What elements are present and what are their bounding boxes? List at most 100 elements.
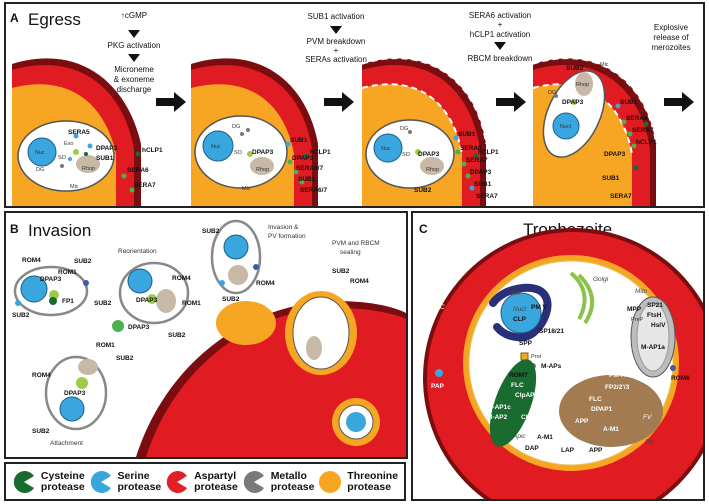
sera7-label: SERA7 <box>466 157 488 164</box>
apicoplast <box>489 359 537 447</box>
merozoite-attached-2 <box>44 355 108 431</box>
pvm-label-2: sealing <box>340 249 361 256</box>
mic-label: Mic <box>242 186 251 192</box>
legend-metallo: Metallo protease <box>242 469 315 494</box>
panel-c-letter: C <box>419 222 428 236</box>
sera67-label: SERA6/7 <box>296 165 323 172</box>
rom1-label: ROM1 <box>182 300 201 307</box>
dpap3-label: DPAP3 <box>470 169 492 176</box>
serine-protease-icon <box>90 470 111 493</box>
maps-label: M-APs <box>541 363 562 370</box>
mic-label: Mic <box>70 184 79 190</box>
map1a-label: M-AP1a <box>641 344 665 351</box>
mic-label: Mic <box>600 62 609 68</box>
trophozoite-diagram: C Trophozoite RBC PAP ER Nucl CLP PM V S… <box>419 220 703 499</box>
merozoite-invading <box>210 219 262 295</box>
food-vacuole <box>559 375 663 447</box>
legend-aspartyl-label: Aspartyl protease <box>194 469 238 493</box>
prep-label: PreP <box>631 317 644 323</box>
sub2-label: SUB2 <box>12 312 30 319</box>
step1-pkg: PKG activation <box>108 41 161 50</box>
rhop-label: Rhop <box>256 167 269 173</box>
step2-seras: SERAs activation <box>305 55 367 64</box>
step2-pvm: PVM breakdown <box>307 37 366 46</box>
hclp1-label: hCLP1 <box>310 149 331 156</box>
sub1-label: SUB1 <box>620 99 638 106</box>
rom4-label: ROM4 <box>172 275 191 282</box>
rom4-label: ROM4 <box>256 280 275 287</box>
sub2-label: SUB2 <box>414 187 432 194</box>
clp-label: CLP <box>513 316 527 323</box>
so-label: SO <box>234 150 243 156</box>
sp1821-label: SP18/21 <box>539 328 564 335</box>
invasion-label-1: Invasion & <box>268 224 299 231</box>
panel-c-trophozoite: C Trophozoite RBC PAP ER Nucl CLP PM V S… <box>411 211 705 501</box>
clpap-label: ClpAP <box>515 392 535 399</box>
clpp-label: ClpP <box>521 414 536 421</box>
step1-discharge: discharge <box>117 85 152 94</box>
sera7-label: SERA7 <box>134 182 156 189</box>
sub2-label: SUB2 <box>94 300 112 307</box>
panel-a-letter: A <box>10 11 19 25</box>
nuc-label: Nuc <box>211 144 221 150</box>
rom7-label: ROM7 <box>509 372 528 379</box>
merozoite-reorienting <box>118 261 190 325</box>
sub1-label: SUB1 <box>298 176 316 183</box>
nuc-label: Nuc <box>381 146 391 152</box>
dg-label: DG <box>232 124 240 130</box>
rom4-label: ROM4 <box>32 372 51 379</box>
arrow-1-icon <box>156 92 186 112</box>
threonine-protease-icon <box>319 470 342 493</box>
rom6-label: ROM6 <box>671 375 690 382</box>
invasion-label-2: PV formation <box>268 233 306 240</box>
legend-threonine-label: Threonine protease <box>347 469 399 493</box>
attachment-label: Attachment <box>50 440 83 447</box>
step1-microneme: Microneme <box>114 65 154 74</box>
invasion-diagram: B Invasion ROM4 SUB2 ROM1 DPAP3 FP1 SUB2… <box>10 219 406 457</box>
rhoptry <box>76 155 100 173</box>
dpap3-label: DPAP3 <box>128 324 150 331</box>
hclp1-label: hCLP1 <box>478 149 499 156</box>
protease-legend: Cysteine protease Serine protease Aspart… <box>4 462 406 501</box>
prot-label: Prot <box>531 354 542 360</box>
sub1-label: SUB1 <box>474 181 492 188</box>
egress-cell-3: Nuc DG SO DPAP3 Rhop SUB2 SUB1 SERA6 SER… <box>361 57 499 206</box>
dpap3-label: DPAP3 <box>292 155 314 162</box>
er-label: ER <box>511 290 520 297</box>
legend-metallo-label: Metallo protease <box>270 469 315 493</box>
rom4-label: ROM4 <box>22 257 41 264</box>
sub2-label: SUB2 <box>32 428 50 435</box>
step1-cgmp: ↑cGMP <box>121 11 147 20</box>
am1b-label: A-M1 <box>603 426 619 433</box>
legend-serine: Serine protease <box>89 469 162 494</box>
sub2-label: SUB2 <box>168 332 186 339</box>
rhop-label: Rhop <box>426 167 439 173</box>
step2-plus: + <box>334 46 339 55</box>
legend-threonine: Threonine protease <box>318 470 398 494</box>
step4-merozoites: merozoites <box>651 43 690 52</box>
hslv-label: HslV <box>651 322 666 329</box>
rom1-label: ROM1 <box>96 342 115 349</box>
reorientation-label: Reorientation <box>118 248 157 255</box>
panel-b-title: Invasion <box>28 221 91 240</box>
sera7-label: SERA7 <box>476 193 498 200</box>
nucleus <box>500 292 542 334</box>
step4-explosive: Explosive <box>654 23 689 32</box>
sub1-label: SUB1 <box>602 175 620 182</box>
legend-serine-label: Serine protease <box>117 469 162 493</box>
app-label: APP <box>589 447 603 454</box>
dpap3-label: DPAP3 <box>136 297 158 304</box>
rbc-invasion <box>136 291 406 457</box>
sera6-label: SERA6 <box>626 115 648 122</box>
am1-label: A-M1 <box>537 434 553 441</box>
step3-hclp1: hCLP1 activation <box>470 30 530 39</box>
pm14-label: PM I-IV <box>609 372 631 379</box>
hclp1-label: hCLP1 <box>636 139 657 146</box>
legend-cysteine-label: Cysteine protease <box>40 469 85 493</box>
sub1-label: SUB1 <box>458 131 476 138</box>
flc2-label: FLC <box>589 396 602 403</box>
dap-label: DAP <box>525 445 539 452</box>
sub1-label: SUB1 <box>290 137 308 144</box>
sera5-label: SERA5 <box>68 129 90 136</box>
exo-label: Exo <box>64 141 73 147</box>
